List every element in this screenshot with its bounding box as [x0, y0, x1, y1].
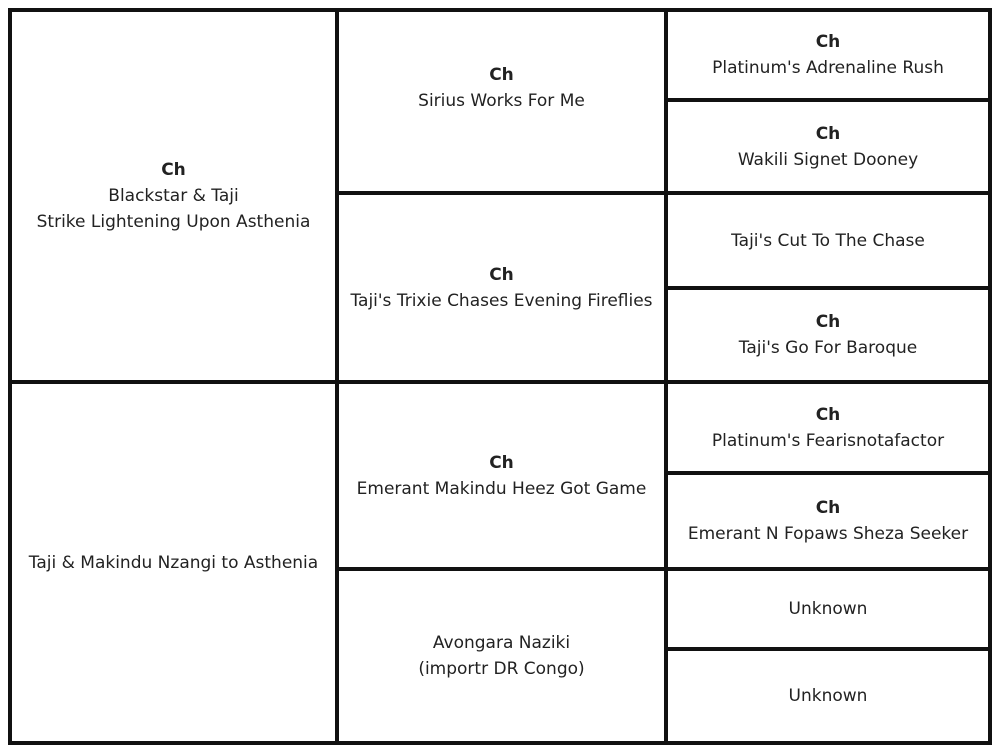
dam-cell: Taji & Makindu Nzangi to Asthenia: [8, 380, 339, 745]
dam-dam-name-line-1: Avongara Naziki: [432, 633, 571, 653]
sire-name-line-2: Strike Lightening Upon Asthenia: [36, 212, 311, 232]
ggp-6-title: Ch: [815, 498, 841, 518]
ggp-1-title: Ch: [815, 32, 841, 52]
sire-sire-cell: Ch Sirius Works For Me: [335, 8, 668, 195]
ggp-7-name: Unknown: [788, 599, 868, 619]
dam-sire-cell: Ch Emerant Makindu Heez Got Game: [335, 380, 668, 571]
ggp-8-name: Unknown: [788, 686, 868, 706]
ggp-2-name: Wakili Signet Dooney: [737, 149, 919, 170]
ggp-cell-3: Taji's Cut To The Chase: [664, 191, 992, 290]
sire-dam-title: Ch: [489, 264, 514, 285]
ggp-4-title: Ch: [815, 312, 841, 332]
ggp-cell-8: Unknown: [664, 647, 992, 745]
sire-sire-title: Ch: [489, 65, 514, 85]
ggp-cell-5: Ch Platinum's Fearisnotafactor: [664, 380, 992, 475]
ggp-cell-4: Ch Taji's Go For Baroque: [664, 286, 992, 384]
ggp-5-name: Platinum's Fearisnotafactor: [711, 430, 945, 451]
ggp-cell-1: Ch Platinum's Adrenaline Rush: [664, 8, 992, 102]
ggp-cell-2: Ch Wakili Signet Dooney: [664, 98, 992, 195]
dam-dam-name-line-2: (importr DR Congo): [418, 659, 585, 679]
sire-dam-cell: Ch Taji's Trixie Chases Evening Fireflie…: [335, 191, 668, 384]
sire-cell: Ch Blackstar & Taji Strike Lightening Up…: [8, 8, 339, 384]
sire-dam-name: Taji's Trixie Chases Evening Fireflies: [350, 290, 653, 311]
sire-name-line-1: Blackstar & Taji: [108, 186, 239, 206]
ggp-cell-7: Unknown: [664, 567, 992, 651]
sire-sire-name: Sirius Works For Me: [418, 91, 585, 111]
dam-sire-title: Ch: [489, 452, 514, 473]
dam-sire-name: Emerant Makindu Heez Got Game: [356, 478, 647, 499]
sire-title: Ch: [161, 160, 186, 180]
ggp-cell-6: Ch Emerant N Fopaws Sheza Seeker: [664, 471, 992, 571]
dam-name: Taji & Makindu Nzangi to Asthenia: [28, 552, 319, 573]
ggp-1-name: Platinum's Adrenaline Rush: [712, 58, 944, 78]
ggp-5-title: Ch: [815, 404, 841, 425]
ggp-3-name: Taji's Cut To The Chase: [731, 230, 925, 251]
ggp-2-title: Ch: [815, 123, 841, 144]
ggp-6-name: Emerant N Fopaws Sheza Seeker: [687, 524, 969, 544]
ggp-4-name: Taji's Go For Baroque: [738, 338, 918, 358]
dam-dam-cell: Avongara Naziki (importr DR Congo): [335, 567, 668, 745]
